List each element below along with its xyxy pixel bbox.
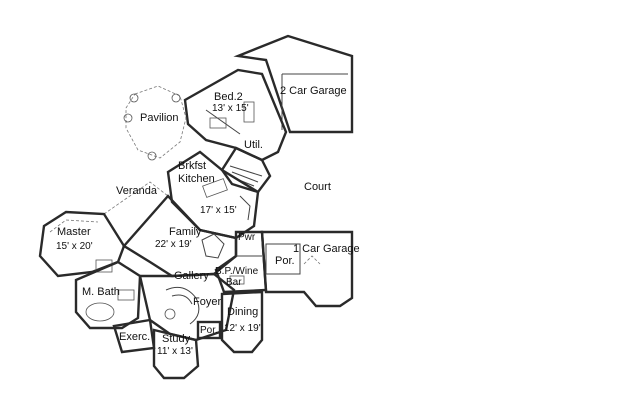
bed2-bath-fixture	[209, 117, 227, 129]
room-label-mbath: M. Bath	[82, 286, 120, 298]
room-label-bp-wine: B.P./Wine	[215, 266, 259, 277]
front-porch-walls	[196, 320, 222, 340]
room-label-family: Family	[169, 226, 202, 238]
room-label-garage2: 2 Car Garage	[280, 85, 347, 97]
bath-vanity	[117, 289, 135, 301]
room-dims-master: 15' x 20'	[56, 241, 93, 252]
kitchen-island	[202, 178, 228, 198]
bar-counter	[229, 275, 245, 285]
stair-line	[231, 171, 259, 183]
study-walls	[152, 328, 200, 380]
bathtub	[85, 302, 115, 322]
room-label-bed2: Bed.2	[214, 91, 243, 103]
room-label-court: Court	[304, 181, 331, 193]
room-label-garage-porch: Por.	[275, 255, 295, 267]
room-label-gallery: Gallery	[174, 270, 209, 282]
pavilion-outline	[125, 85, 187, 159]
room-label-pwr: Pwr	[238, 232, 256, 243]
kitchen-counter	[239, 195, 251, 221]
room-dims-bed2: 13' x 15'	[212, 103, 249, 114]
garage-porch	[265, 243, 301, 275]
room-label-front-porch: Por.	[200, 325, 218, 336]
pavilion-column	[123, 113, 133, 123]
foyer-column	[164, 308, 176, 320]
bed2-closet-line	[205, 109, 241, 135]
room-label-bar: Bar	[226, 277, 242, 288]
curved-stair-inner	[171, 294, 193, 305]
family-column-octagon	[201, 233, 225, 259]
room-label-brkfst: Brkfst	[178, 160, 207, 172]
bed2-closet-fixture	[243, 101, 255, 123]
room-label-dining: Dining	[227, 306, 259, 318]
room-dims-dining: 12' x 19'	[224, 323, 261, 334]
room-label-veranda: Veranda	[116, 185, 157, 197]
room-label-foyer: Foyer	[193, 296, 222, 308]
dining-walls	[220, 290, 264, 354]
room-label-study: Study	[162, 333, 191, 345]
garage-bay-marker	[303, 255, 321, 265]
master-fixture	[95, 259, 113, 273]
stair-line	[229, 165, 263, 177]
garage-2-walls	[233, 34, 354, 134]
pavilion-column	[147, 151, 157, 161]
pavilion-column	[129, 93, 139, 103]
pavilion-column	[171, 93, 181, 103]
room-dims-kitchen: 17' x 15'	[200, 205, 237, 216]
gallery-walls	[138, 272, 236, 342]
room-label-master: Master	[57, 226, 91, 238]
room-label-exerc: Exerc.	[119, 331, 151, 343]
room-label-util: Util.	[244, 139, 263, 151]
room-dims-study: 11' x 13'	[157, 346, 193, 357]
room-label-pavilion: Pavilion	[140, 112, 179, 124]
room-dims-family: 22' x 19'	[155, 239, 192, 250]
master-bay	[49, 219, 99, 233]
room-label-kitchen: Kitchen	[178, 173, 215, 185]
veranda-outline	[103, 181, 169, 247]
room-label-garage1: 1 Car Garage	[293, 243, 360, 255]
garage-1-walls	[260, 230, 354, 308]
bed2-walls	[183, 68, 288, 162]
curved-stair	[165, 286, 200, 325]
